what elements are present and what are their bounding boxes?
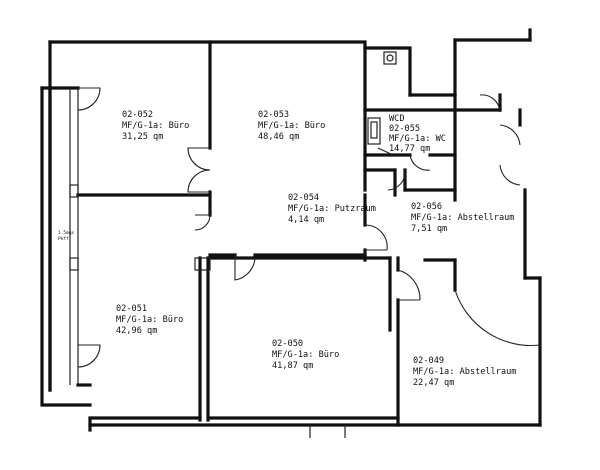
sink-icon	[367, 117, 381, 145]
room-use-02-049: MF/G-1a: Abstellraum	[413, 367, 516, 377]
room-labels: 02-052 MF/G-1a: Büro 31,25 qm 02-053 MF/…	[58, 110, 516, 388]
room-area-02-050: 41,87 qm	[272, 361, 313, 371]
room-use-02-056: MF/G-1a: Abstellraum	[411, 213, 514, 223]
room-area-02-049: 22,47 qm	[413, 378, 454, 388]
room-use-02-050: MF/G-1a: Büro	[272, 350, 339, 360]
room-area-02-052: 31,25 qm	[122, 132, 163, 142]
room-id-02-054: 02-054	[288, 193, 319, 203]
column-marker	[69, 184, 79, 198]
room-area-02-053: 48,46 qm	[258, 132, 299, 142]
room-area-02-056: 7,51 qm	[411, 224, 447, 234]
room-area-02-054: 4,14 qm	[288, 215, 324, 225]
room-id-02-056: 02-056	[411, 202, 442, 212]
room-id-02-051: 02-051	[116, 304, 147, 314]
room-area-02-051: 42,96 qm	[116, 326, 157, 336]
room-use-02-054: MF/G-1a: Putzraum	[288, 204, 376, 214]
outer-walls	[40, 28, 542, 432]
room-use-02-052: MF/G-1a: Büro	[122, 121, 189, 131]
room-id-02-052: 02-052	[122, 110, 153, 120]
interior-walls	[69, 40, 542, 427]
corridor-note-1: 1.5mgs	[58, 230, 75, 236]
room-use-02-051: MF/G-1a: Büro	[116, 315, 183, 325]
fixtures	[69, 51, 397, 438]
corridor-note-2: Pkff	[58, 236, 69, 242]
toilet-icon	[383, 51, 397, 65]
room-tag-02-055: WCD	[389, 114, 405, 124]
room-use-02-053: MF/G-1a: Büro	[258, 121, 325, 131]
room-id-02-055: 02-055	[389, 124, 420, 134]
room-id-02-049: 02-049	[413, 356, 444, 366]
room-id-02-053: 02-053	[258, 110, 289, 120]
room-id-02-050: 02-050	[272, 339, 303, 349]
room-area-02-055: 14,77 qm	[389, 144, 430, 154]
doors	[77, 87, 541, 368]
room-use-02-055: MF/G-1a: WC	[389, 134, 446, 144]
